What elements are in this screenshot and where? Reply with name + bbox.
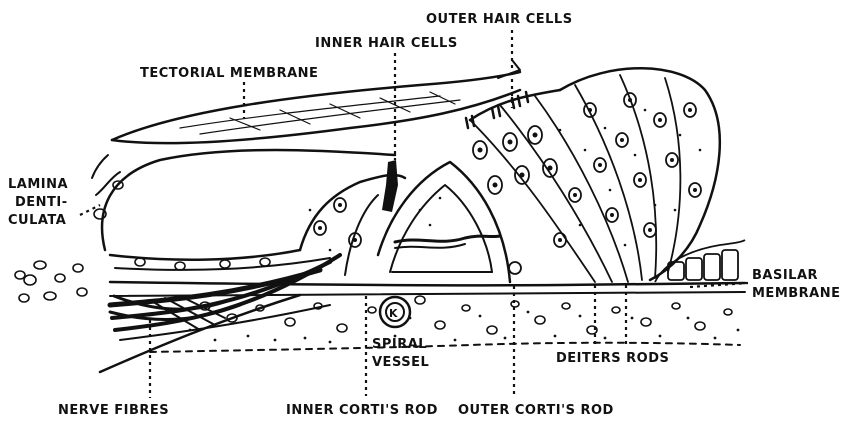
label-spiral: SPIRAL	[372, 337, 427, 352]
spiral-vessel-shape: K	[380, 297, 410, 327]
label-outer-cortis-rod: OUTER CORTI'S ROD	[458, 403, 614, 418]
label-basilar: BASILAR	[752, 268, 818, 283]
label-deiters-rods: DEITERS RODS	[556, 351, 669, 366]
label-membrane: MEMBRANE	[752, 286, 841, 301]
organ-of-corti	[300, 68, 720, 282]
base-dots	[189, 311, 740, 344]
svg-text:K: K	[389, 307, 398, 320]
claudius-cells	[655, 240, 745, 282]
label-vessel: VESSEL	[372, 355, 429, 370]
hair-cells	[314, 93, 701, 274]
nerve-fibre-bundle	[110, 255, 340, 330]
label-tectorial-membrane: TECTORIAL MEMBRANE	[140, 66, 318, 81]
label-culata: CULATA	[8, 213, 66, 228]
label-inner-hair-cells: INNER HAIR CELLS	[315, 36, 458, 51]
label-lamina: LAMINA	[8, 177, 68, 192]
label-nerve-fibres: NERVE FIBRES	[58, 403, 169, 418]
label-outer-hair-cells: OUTER HAIR CELLS	[426, 12, 573, 27]
label-denti: DENTI-	[15, 195, 68, 210]
label-inner-cortis-rod: INNER CORTI'S ROD	[286, 403, 438, 418]
hair-cell-nuclei	[309, 98, 702, 251]
